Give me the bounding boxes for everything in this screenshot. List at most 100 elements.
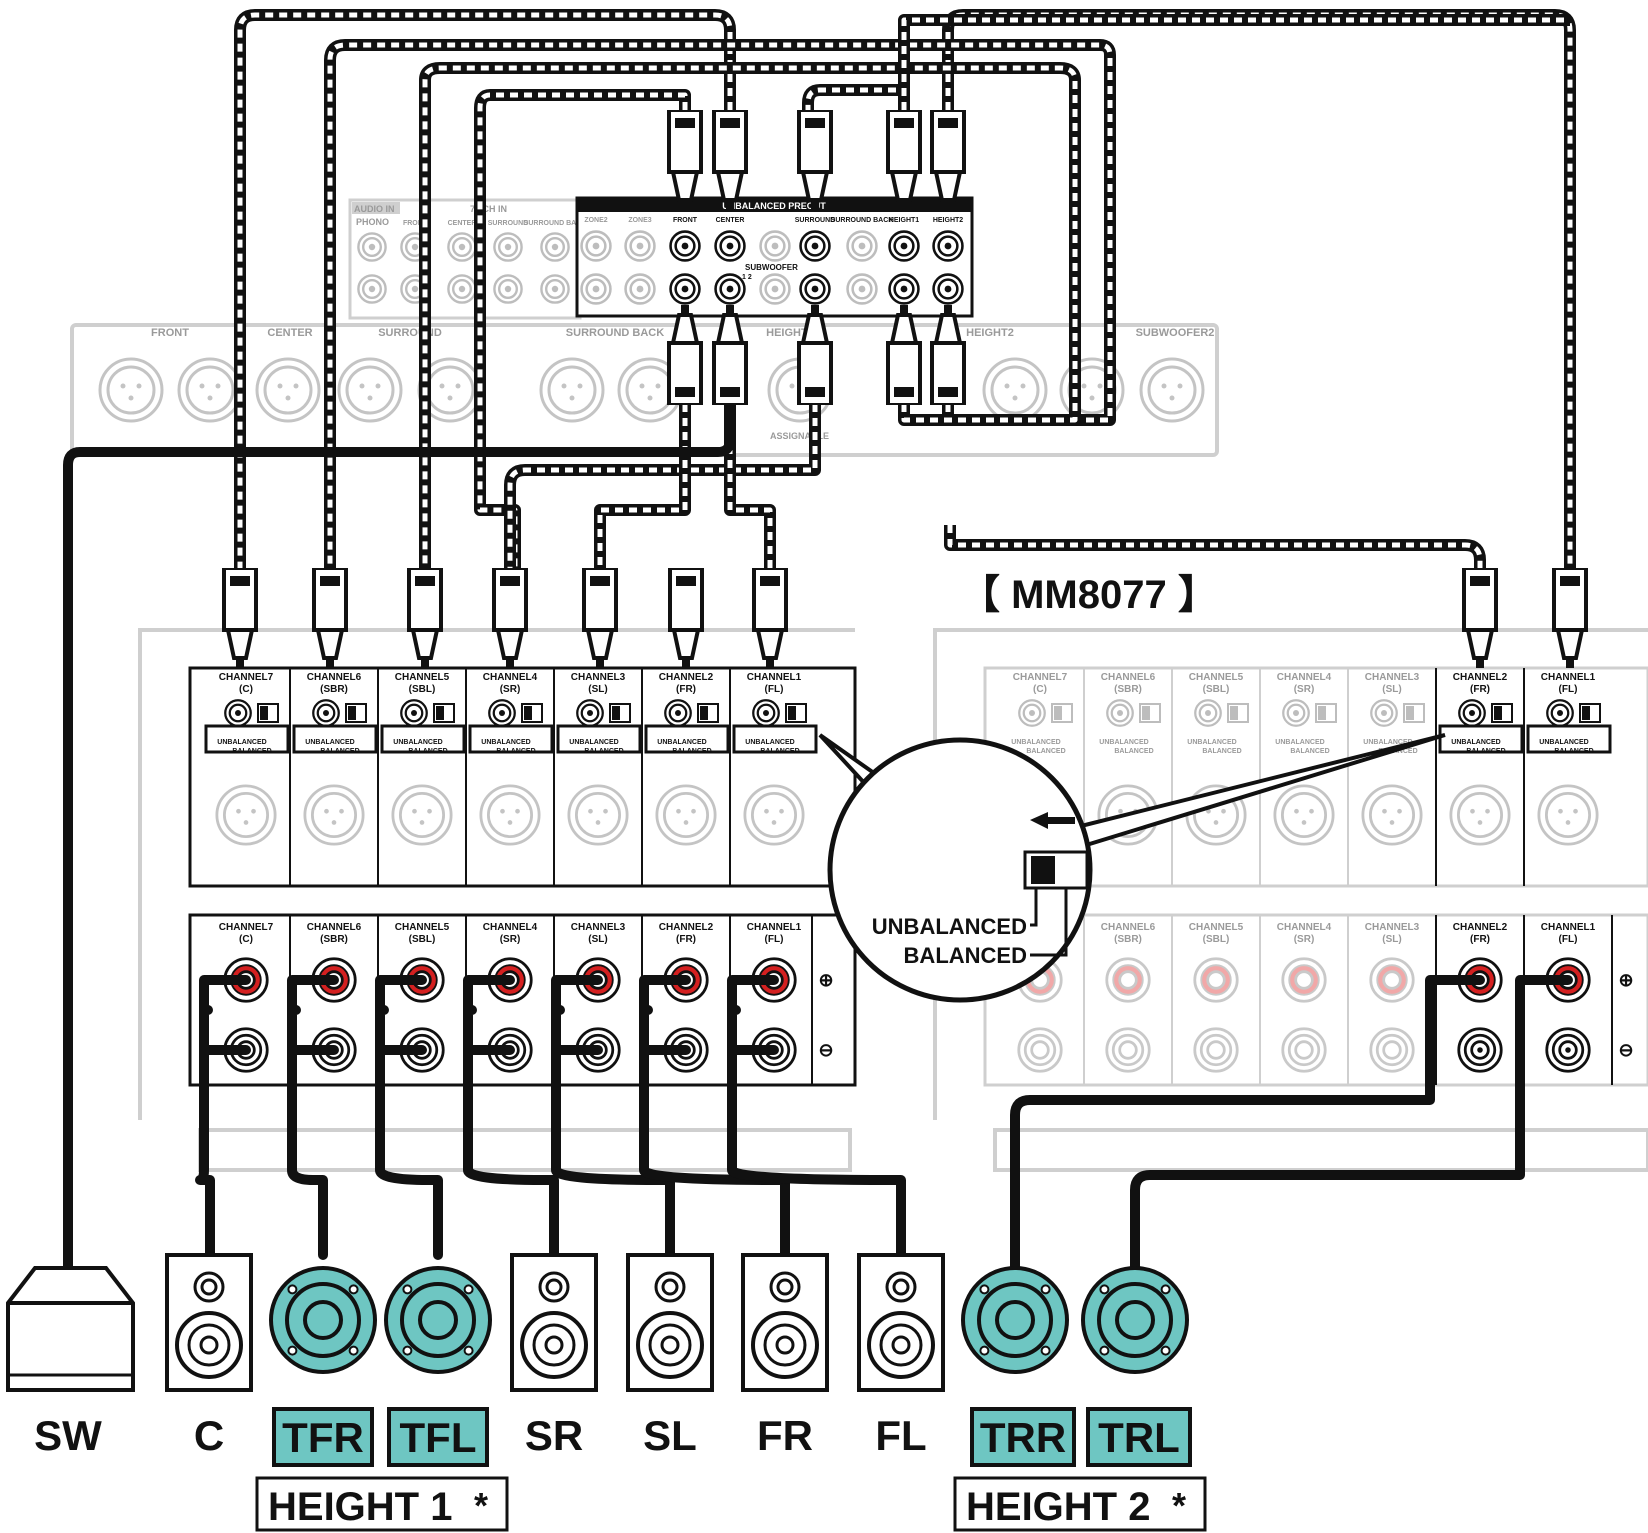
rca-preout-jack [714, 273, 746, 305]
phono-label: PHONO [356, 217, 389, 227]
channel-label: CHANNEL2 [1453, 672, 1508, 683]
channel-sub-label: (SBL) [409, 684, 436, 695]
channel-label: CHANNEL1 [747, 922, 802, 933]
rca-preout-jack [932, 273, 964, 305]
rca-plug [930, 110, 966, 210]
out-label-height2: HEIGHT2 [933, 217, 963, 224]
xlr-port [1139, 357, 1205, 423]
rca-plug [797, 305, 833, 405]
rca-preout-jack [580, 230, 612, 262]
xlr-amp-input-jack [1273, 784, 1335, 846]
rca-amp-input-jack [664, 699, 692, 727]
channel-label: CHANNEL3 [1365, 672, 1420, 683]
assignable-label: ASSIGNABLE [770, 431, 829, 441]
channel-sub-label: (SL) [1382, 684, 1401, 695]
channel-sub-label: (SBR) [1114, 934, 1142, 945]
rca-amp-input-jack [576, 699, 604, 727]
fl-speaker-icon [857, 1253, 945, 1392]
rca-input-jack [493, 232, 523, 262]
xlr-label-surround-back: SURROUND BACK [566, 327, 664, 339]
rca-amp-input-jack [224, 699, 252, 727]
rca-plug [312, 568, 348, 668]
switch-unbalanced-label: UNBALANCED [1539, 739, 1588, 746]
rca-plug [667, 110, 703, 210]
speaker-labels: SW C TFR TFL SR SL FR FL TRR TRL HEIGHT … [34, 1407, 1207, 1532]
switch-balanced-label: BALANCED [672, 748, 711, 755]
channel-sub-label: (SBR) [1114, 684, 1142, 695]
channel-label: CHANNEL2 [659, 922, 714, 933]
out-label-center: CENTER [716, 217, 745, 224]
rca-plug [712, 110, 748, 210]
rca-plug [797, 110, 833, 210]
rca-plug [930, 305, 966, 405]
channel-sub-label: (FR) [676, 934, 696, 945]
group-height2-asterisk: * [1172, 1485, 1186, 1526]
sr-speaker-icon [510, 1253, 598, 1392]
speaker-terminal-plus [1369, 957, 1415, 1003]
xlr-label-height1: HEIGHT1 [766, 327, 814, 339]
channel-label: CHANNEL3 [571, 922, 626, 933]
rca-preout-jack [624, 230, 656, 262]
channel-sub-label: (SBR) [320, 684, 348, 695]
label-sr: SR [525, 1412, 583, 1459]
rca-preout-jack [846, 230, 878, 262]
rca-amp-input-jack [1282, 699, 1310, 727]
rca-plug [886, 305, 922, 405]
out-label-height1: HEIGHT1 [889, 217, 919, 224]
switch-knob [1031, 856, 1055, 884]
switch-unbalanced-label: UNBALANCED [1187, 739, 1236, 746]
rca-amp-input-jack [488, 699, 516, 727]
label-trr: TRR [980, 1414, 1066, 1461]
amplifier-right: CHANNEL7(C)UNBALANCEDBALANCEDCHANNEL7(C)… [933, 628, 1648, 1172]
channel-sub-label: (FL) [765, 934, 784, 945]
switch-unbalanced-label: UNBALANCED [1363, 739, 1412, 746]
channel-sub-label: (C) [239, 934, 253, 945]
channel-label: CHANNEL1 [747, 672, 802, 683]
xlr-amp-input-jack [479, 784, 541, 846]
rca-plug [582, 568, 618, 668]
switch-balanced-label: BALANCED [408, 748, 447, 755]
rca-amp-input-jack [1106, 699, 1134, 727]
rca-input-jack [447, 274, 477, 304]
rca-plug [1552, 568, 1588, 668]
switch-balanced-label: BALANCED [1466, 748, 1505, 755]
rca-input-jack [540, 232, 570, 262]
channel-label: CHANNEL7 [1013, 672, 1068, 683]
rca-preout-jack [759, 273, 791, 305]
label-sl: SL [643, 1412, 697, 1459]
channel-label: CHANNEL4 [1277, 922, 1332, 933]
channel-label: CHANNEL1 [1541, 922, 1596, 933]
minus-symbol: ⊖ [818, 1040, 833, 1060]
label-trl: TRL [1098, 1414, 1180, 1461]
xlr-label-front: FRONT [151, 327, 189, 339]
rca-preout-jack [669, 273, 701, 305]
rca-preout-jack [932, 230, 964, 262]
switch-balanced-label: BALANCED [1554, 748, 1593, 755]
speakers [6, 1253, 1189, 1392]
channel-label: CHANNEL6 [307, 922, 362, 933]
switch-balanced-label: BALANCED [496, 748, 535, 755]
xlr-label-center: CENTER [267, 327, 312, 339]
channel-label: CHANNEL6 [1101, 922, 1156, 933]
channel-label: CHANNEL2 [1453, 922, 1508, 933]
xlr-label-subwoofer2: SUBWOOFER2 [1136, 327, 1215, 339]
channel-label: CHANNEL2 [659, 672, 714, 683]
seven-ch-in-label: 7.1CH IN [470, 204, 507, 214]
label-c: C [194, 1412, 224, 1459]
speaker-terminal-minus [1017, 1027, 1063, 1073]
rca-plug [752, 568, 788, 668]
channel-label: CHANNEL7 [219, 922, 274, 933]
switch-unbalanced-label: UNBALANCED [745, 739, 794, 746]
switch-balanced-label: BALANCED [1026, 748, 1065, 755]
group-height1-asterisk: * [474, 1485, 488, 1526]
switch-unbalanced-label: UNBALANCED [393, 739, 442, 746]
channel-label: CHANNEL4 [483, 672, 538, 683]
channel-sub-label: (SBL) [409, 934, 436, 945]
zone-label-zone3: ZONE3 [628, 217, 651, 224]
channel-sub-label: (SBL) [1203, 684, 1230, 695]
rca-plug [712, 305, 748, 405]
xlr-port [177, 357, 243, 423]
channel-sub-label: (SL) [1382, 934, 1401, 945]
